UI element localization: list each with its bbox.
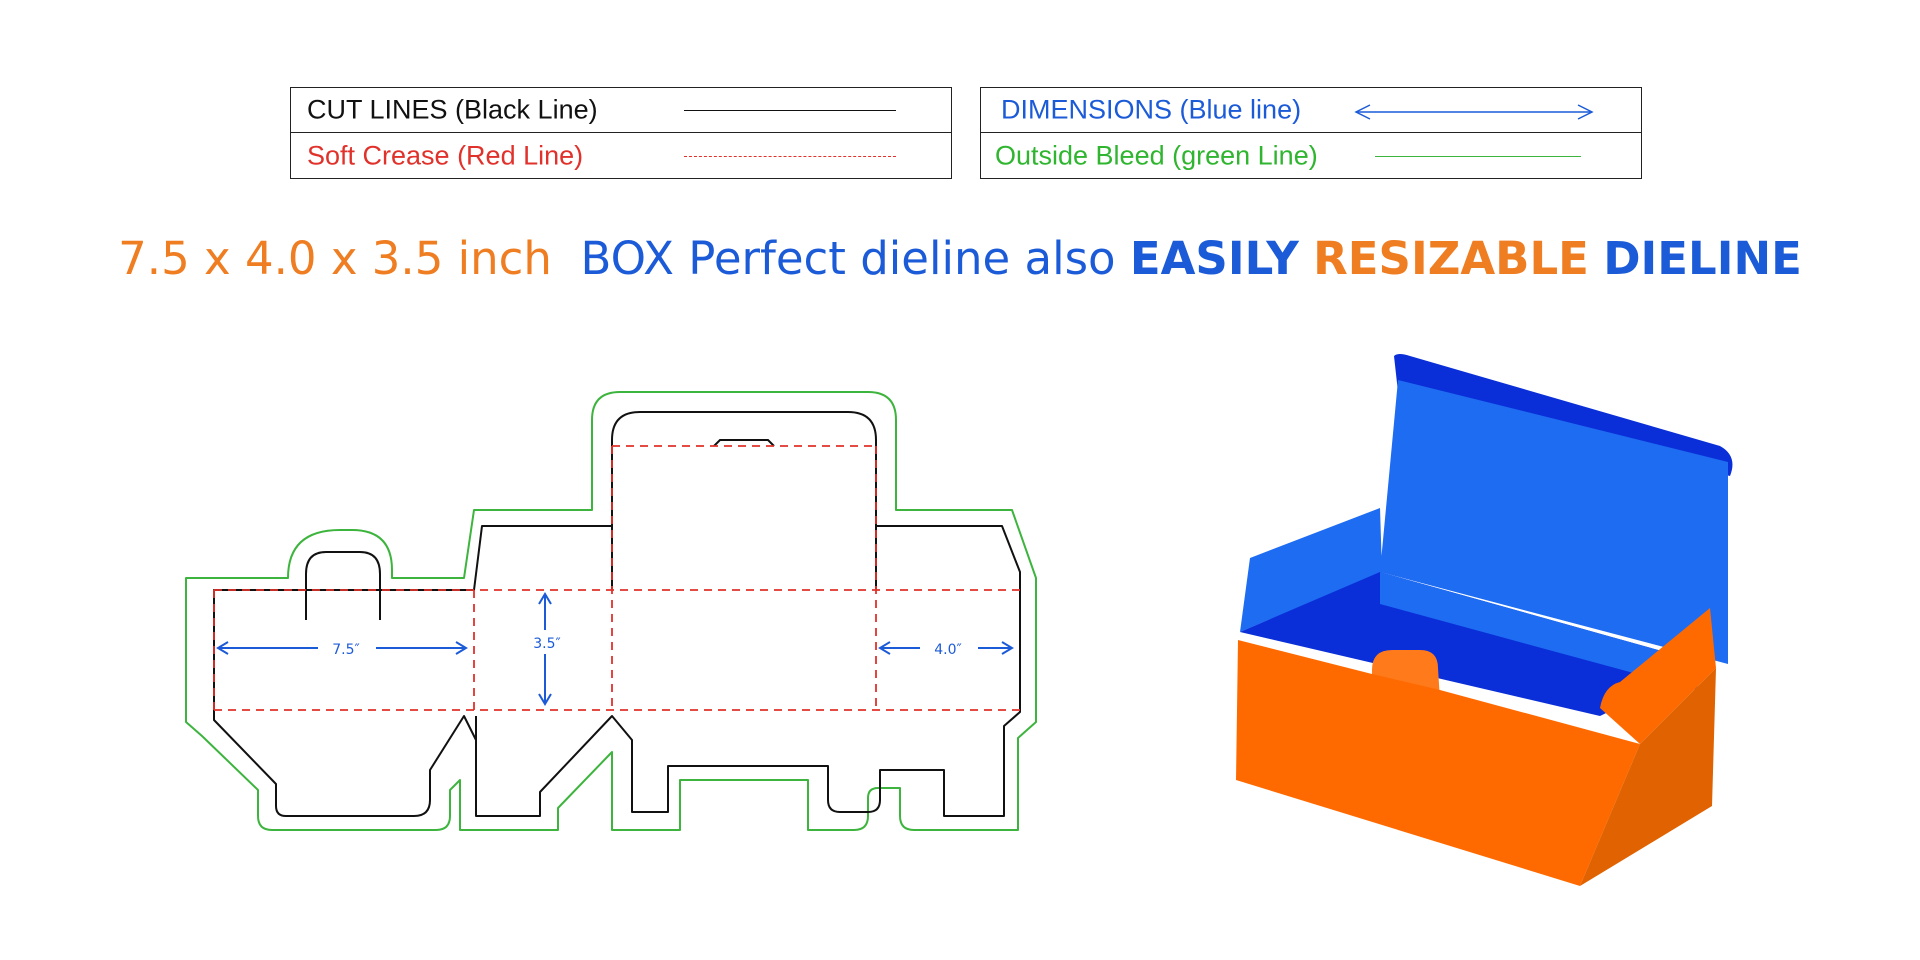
outside-bleed-outline (185, 391, 1037, 831)
box-front-face (1236, 640, 1640, 886)
legend-box-left: CUT LINES (Black Line) Soft Crease (Red … (290, 87, 952, 179)
box-lid-inner (1380, 380, 1728, 664)
dimension-arrows (216, 592, 1014, 706)
cut-lines-lid-slot (713, 439, 775, 447)
dimension-length-label: 7.5″ (332, 642, 360, 658)
title-box-text: BOX Perfect dieline also (580, 232, 1116, 285)
box-front-tuck-tab (1372, 650, 1440, 700)
dimension-width-label: 4.0″ (934, 642, 962, 658)
box-inner-left-flap (1240, 508, 1382, 632)
legend-row-cut-lines: CUT LINES (Black Line) (291, 88, 951, 133)
box-3d-illustration (1236, 354, 1733, 886)
box-right-face (1580, 668, 1716, 886)
legend-row-soft-crease: Soft Crease (Red Line) (291, 133, 951, 178)
crease-line-sample (684, 155, 896, 157)
cut-lines-label: CUT LINES (Black Line) (307, 94, 598, 125)
title-resizable: RESIZABLE (1313, 232, 1589, 285)
cut-line-sample (684, 110, 896, 111)
title-easily: EASILY (1129, 232, 1299, 285)
crease-lines (213, 445, 1020, 711)
bleed-line-sample (1375, 155, 1581, 157)
dimension-height-label: 3.5″ (533, 636, 561, 652)
soft-crease-label: Soft Crease (Red Line) (307, 140, 584, 170)
title-size: 7.5 x 4.0 x 3.5 inch (118, 232, 552, 285)
box-right-flap (1600, 608, 1716, 744)
page-title: 7.5 x 4.0 x 3.5 inch BOX Perfect dieline… (0, 232, 1920, 285)
box-inner-right-wall (1380, 572, 1708, 690)
cut-lines-outline (213, 411, 1021, 817)
dimension-arrow-sample (1354, 104, 1594, 120)
cut-lines-tuck-tab (305, 551, 381, 620)
outside-bleed-label: Outside Bleed (green Line) (995, 140, 1318, 170)
box-lid-top (1394, 354, 1733, 476)
box-inner-floor (1240, 572, 1708, 716)
legend-box-right: DIMENSIONS (Blue line) Outside Bleed (gr… (980, 87, 1642, 179)
legend-row-dimensions: DIMENSIONS (Blue line) (981, 88, 1641, 133)
dimensions-label: DIMENSIONS (Blue line) (1001, 94, 1302, 125)
title-dieline: DIELINE (1603, 232, 1802, 285)
legend-row-outside-bleed: Outside Bleed (green Line) (981, 133, 1641, 178)
